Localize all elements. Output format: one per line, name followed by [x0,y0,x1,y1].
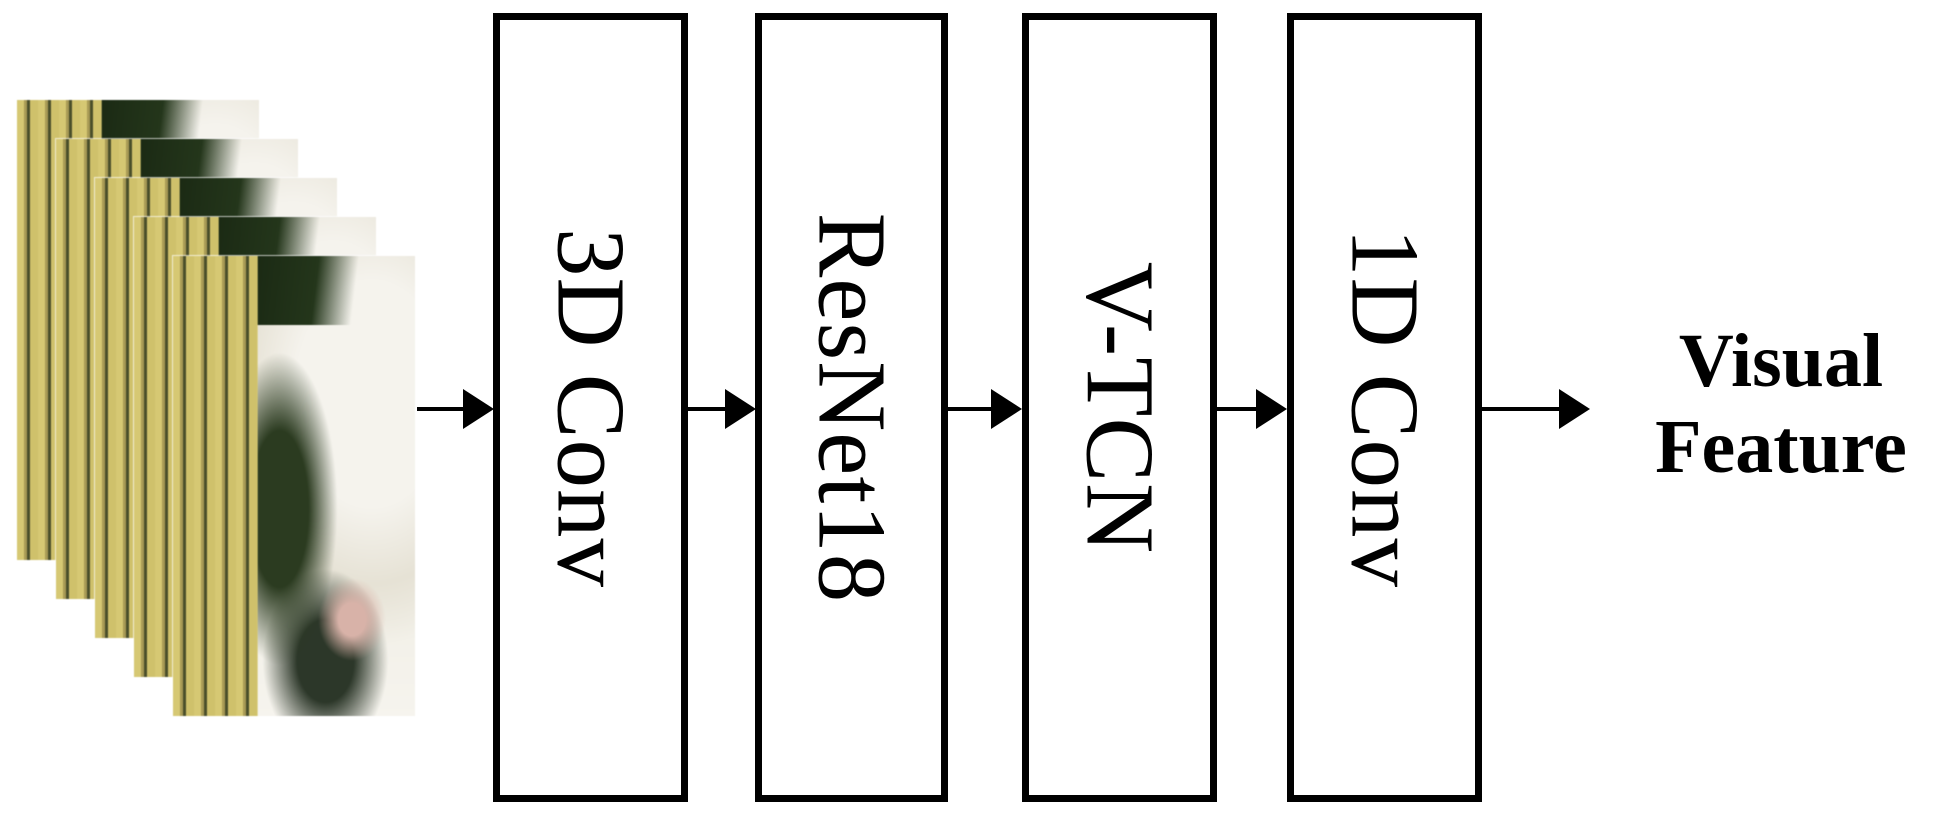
stage-box-1d-conv: 1D Conv [1287,13,1482,802]
stage-label-1d-conv: 1D Conv [1331,227,1438,588]
arrow-vtcn-to-1dconv [1217,407,1256,411]
arrow-input-to-3dconv [417,407,463,411]
output-label-line2: Feature [1655,405,1907,489]
stage-box-v-tcn: V-TCN [1022,13,1217,802]
stage-box-resnet18: ResNet18 [755,13,948,802]
stage-label-v-tcn: V-TCN [1066,261,1173,554]
output-visual-feature-label: Visual Feature [1625,318,1937,490]
stage-box-3d-conv: 3D Conv [493,13,688,802]
stage-label-resnet18: ResNet18 [798,212,905,603]
stage-label-3d-conv: 3D Conv [537,227,644,588]
video-frame-5 [172,255,416,717]
arrow-1dconv-to-output [1475,407,1559,411]
arrow-resnet18-to-vtcn [948,407,991,411]
arrow-3dconv-to-resnet18 [688,407,725,411]
output-label-line1: Visual [1678,319,1884,403]
